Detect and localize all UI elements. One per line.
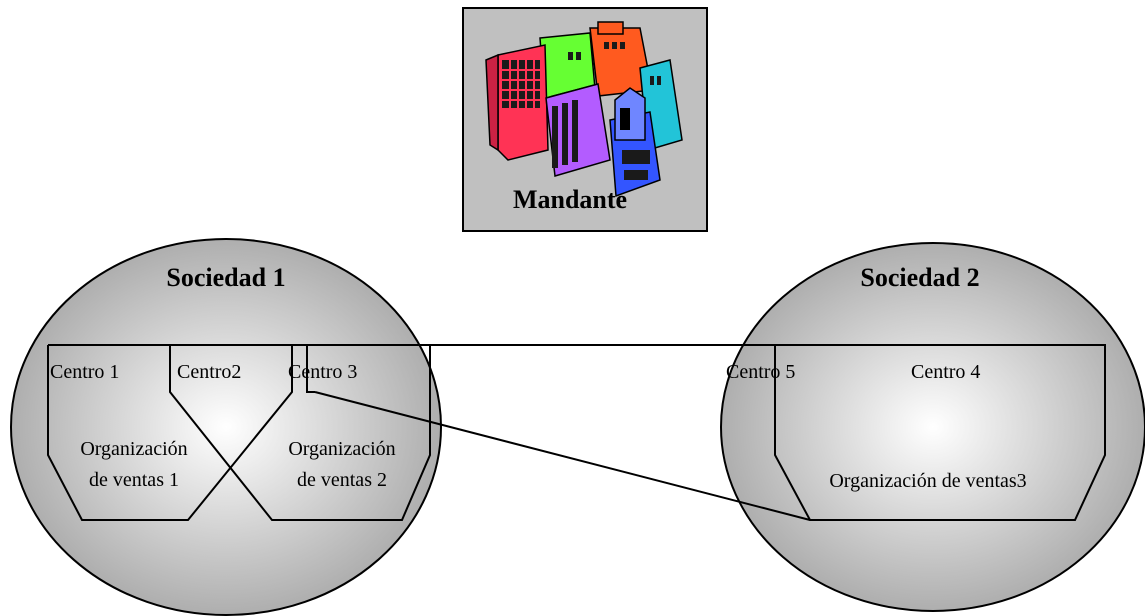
- org-ventas-2-line-1: Organización: [288, 438, 395, 460]
- sociedad-2-circle: [720, 242, 1145, 612]
- org-ventas-1-line-2: de ventas 1: [89, 469, 179, 491]
- centro-3-label: Centro 3: [288, 361, 357, 383]
- org-ventas-3-label: Organización de ventas3: [829, 470, 1026, 492]
- org-ventas-1-outline: [47, 345, 293, 521]
- centro-3-connector: [306, 345, 315, 393]
- centro-2-label: Centro2: [177, 361, 241, 383]
- org-ventas-2-outline: [169, 345, 431, 521]
- sociedad-1-circle: [10, 238, 442, 616]
- org-ventas-2-line-2: de ventas 2: [297, 469, 387, 491]
- centro-5-label: Centro 5: [726, 361, 795, 383]
- org-ventas-3-outline: [48, 344, 1106, 521]
- centro-1-label: Centro 1: [50, 361, 119, 383]
- centro-4-label: Centro 4: [911, 361, 980, 383]
- mandante-box: Mandante: [462, 7, 708, 232]
- sociedad-1-title: Sociedad 1: [166, 263, 285, 292]
- sociedad-2-title: Sociedad 2: [860, 263, 979, 292]
- office-buildings-icon: [485, 21, 683, 198]
- org-ventas-1-line-1: Organización: [80, 438, 187, 460]
- mandante-label: Mandante: [513, 185, 627, 214]
- centro-3-to-org-3-line: [314, 391, 811, 521]
